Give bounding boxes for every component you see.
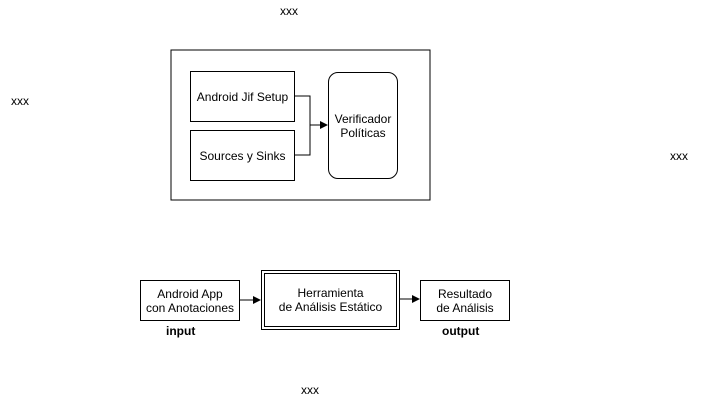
tool-line2: de Análisis Estático bbox=[278, 300, 383, 314]
input-line1: Android App bbox=[157, 286, 223, 301]
setup-to-verifier-connector bbox=[295, 95, 328, 129]
input-caption: input bbox=[166, 324, 196, 338]
left-placeholder-label: xxx bbox=[11, 94, 29, 108]
analysis-tool-inner-frame: Herramienta de Análisis Estático bbox=[264, 273, 397, 327]
analysis-tool-box: Herramienta de Análisis Estático bbox=[261, 270, 400, 330]
android-jif-setup-box: Android Jif Setup bbox=[190, 71, 295, 122]
verifier-line2: Políticas bbox=[340, 125, 386, 140]
output-caption: output bbox=[442, 324, 480, 338]
sources-to-verifier-connector bbox=[295, 125, 311, 156]
sources-sinks-box: Sources y Sinks bbox=[190, 130, 295, 181]
bottom-placeholder-label: xxx bbox=[301, 383, 319, 397]
output-line1: Resultado bbox=[437, 286, 493, 301]
sources-sinks-label: Sources y Sinks bbox=[199, 148, 286, 163]
input-line2: con Anotaciones bbox=[145, 300, 235, 315]
right-placeholder-label: xxx bbox=[670, 149, 688, 163]
detail-container-frame bbox=[170, 49, 431, 201]
android-jif-setup-label: Android Jif Setup bbox=[196, 89, 289, 104]
top-placeholder-label: xxx bbox=[280, 4, 298, 18]
analysis-result-output-box: Resultado de Análisis bbox=[420, 280, 510, 321]
policy-verifier-box: Verificador Políticas bbox=[328, 72, 398, 179]
output-line2: de Análisis bbox=[436, 300, 494, 315]
verifier-line1: Verificador bbox=[334, 111, 392, 126]
android-app-input-box: Android App con Anotaciones bbox=[140, 280, 240, 321]
tool-line1: Herramienta bbox=[297, 286, 364, 300]
